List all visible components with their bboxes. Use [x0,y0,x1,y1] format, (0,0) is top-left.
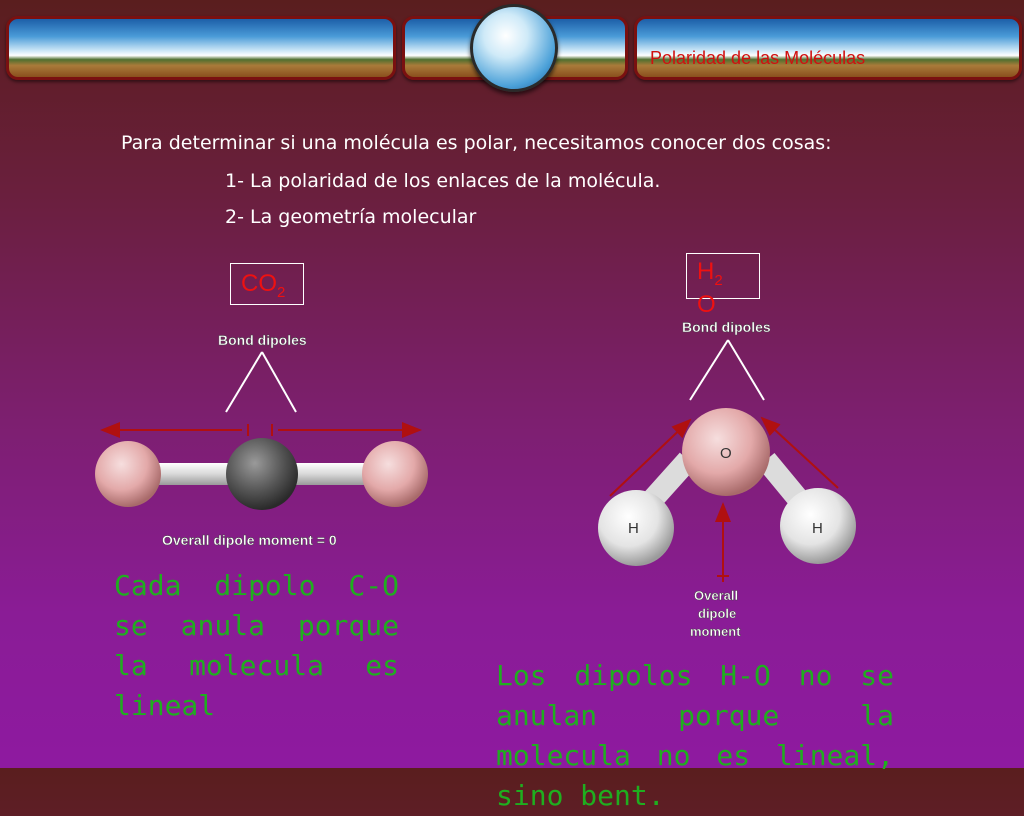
h2o-hydrogen-atom-right [780,488,856,564]
h2o-bond-dipoles-label: Bond dipoles [682,319,771,335]
co2-oxygen-atom-right [362,441,428,507]
h2o-formula-main: H [697,258,715,285]
intro-line-2: 1- La polaridad de los enlaces de la mol… [225,170,661,192]
h2o-dipole-arrow-right [760,416,839,489]
co2-formula-box: CO2 [230,263,304,305]
intro-line-3: 2- La geometría molecular [225,206,477,228]
h2o-overall-label-line2: dipole [698,606,736,621]
co2-formula-sub: 2 [277,283,286,301]
header-banner-right [634,16,1022,80]
co2-label-pointer-left [225,351,263,413]
h2o-label-pointer-right [727,339,765,401]
h2o-overall-label-line3: moment [690,624,741,639]
h2o-atom-o-label: O [720,445,732,462]
co2-bond-dipoles-label: Bond dipoles [218,332,307,348]
h2o-formula-tail: O [697,290,716,318]
h2o-hydrogen-atom-left [598,490,674,566]
co2-overall-label: Overall dipole moment = 0 [162,532,337,548]
h2o-caption: Los dipolos H-O no se anulan porque la m… [496,659,894,812]
h2o-overall-label-line1: Overall [694,588,738,603]
h2o-oxygen-atom [682,408,770,496]
h2o-diagram: Bond dipoles O H H Overall dipole moment [598,319,856,639]
co2-formula-main: CO [241,270,277,297]
h2o-atom-h-right-label: H [812,520,823,537]
slide-title: Polaridad de las Moléculas [650,48,866,68]
co2-oxygen-atom-left [95,441,161,507]
h2o-formula-sub: 2 [714,271,723,289]
h2o-label-pointer-left [689,339,729,401]
intro-line-1: Para determinar si una molécula es polar… [121,132,832,154]
co2-caption: Cada dipolo C-O se anula porque la molec… [114,569,399,722]
co2-carbon-atom [226,438,298,510]
h2o-formula-box: H2 O [686,253,760,316]
h2o-atom-h-left-label: H [628,520,639,537]
h2o-dipole-arrow-left [609,418,692,497]
globe-logo-icon [470,4,558,92]
header-banner-left [6,16,396,80]
co2-diagram: Bond dipoles Overall dipole moment = 0 [95,332,428,548]
co2-label-pointer-right [261,351,297,413]
